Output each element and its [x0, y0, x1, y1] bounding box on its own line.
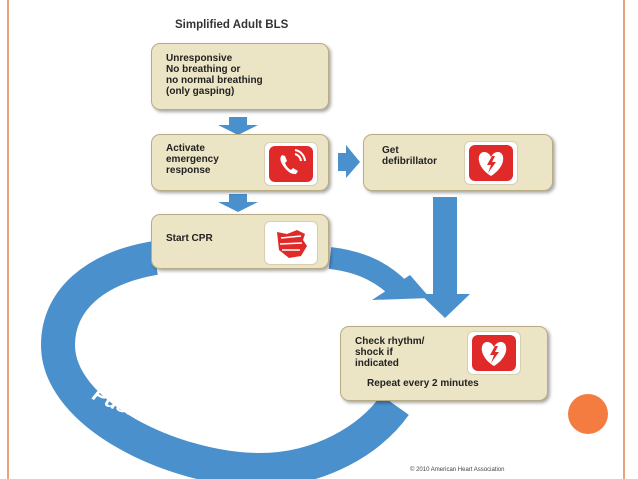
right-arrow-shaft [338, 153, 347, 171]
step-get-defibrillator: Get defibrillator [363, 134, 553, 191]
heart-defibrillator-icon [469, 145, 513, 181]
loop-arrowhead [372, 275, 430, 300]
slide-border-left [7, 0, 9, 479]
heart-defibrillator-icon [472, 335, 516, 371]
step-activate-text: Activate emergency response [166, 143, 219, 176]
down-arrow-2-head [218, 202, 258, 212]
cpr-icon-tile [264, 221, 318, 265]
down-arrow-1-head [218, 125, 258, 135]
defibrillator-icon-tile-1 [464, 141, 518, 185]
step-check-rhythm: Check rhythm/ shock if indicated Repeat … [340, 326, 548, 401]
defibrillator-icon-tile-2 [467, 331, 521, 375]
step-unresponsive: Unresponsive No breathing or no normal b… [151, 43, 329, 110]
phone-icon-tile [264, 142, 318, 186]
step-get-defibrillator-text: Get defibrillator [382, 145, 438, 167]
step-check-rhythm-text: Check rhythm/ shock if indicated [355, 336, 425, 369]
accent-dot [568, 394, 608, 434]
copyright: © 2010 American Heart Association [410, 467, 505, 473]
loop-to-rhythm-arrow [328, 247, 408, 298]
down-arrow-1-shaft [229, 117, 247, 126]
slide-border-right [623, 0, 625, 479]
diagram-title: Simplified Adult BLS [175, 19, 289, 31]
phone-icon [269, 146, 313, 182]
step-start-cpr: Start CPR [151, 214, 329, 269]
step-unresponsive-text: Unresponsive No breathing or no normal b… [166, 53, 263, 97]
long-down-arrow-head [420, 294, 470, 318]
step-repeat-text: Repeat every 2 minutes [367, 378, 479, 389]
hands-cpr-icon [269, 225, 313, 261]
step-activate: Activate emergency response [151, 134, 329, 191]
right-arrow-head [346, 145, 360, 178]
cpr-loop-arrow [40, 241, 409, 479]
long-down-arrow-shaft [433, 197, 457, 295]
step-start-cpr-text: Start CPR [166, 233, 213, 244]
down-arrow-2-shaft [229, 194, 247, 203]
